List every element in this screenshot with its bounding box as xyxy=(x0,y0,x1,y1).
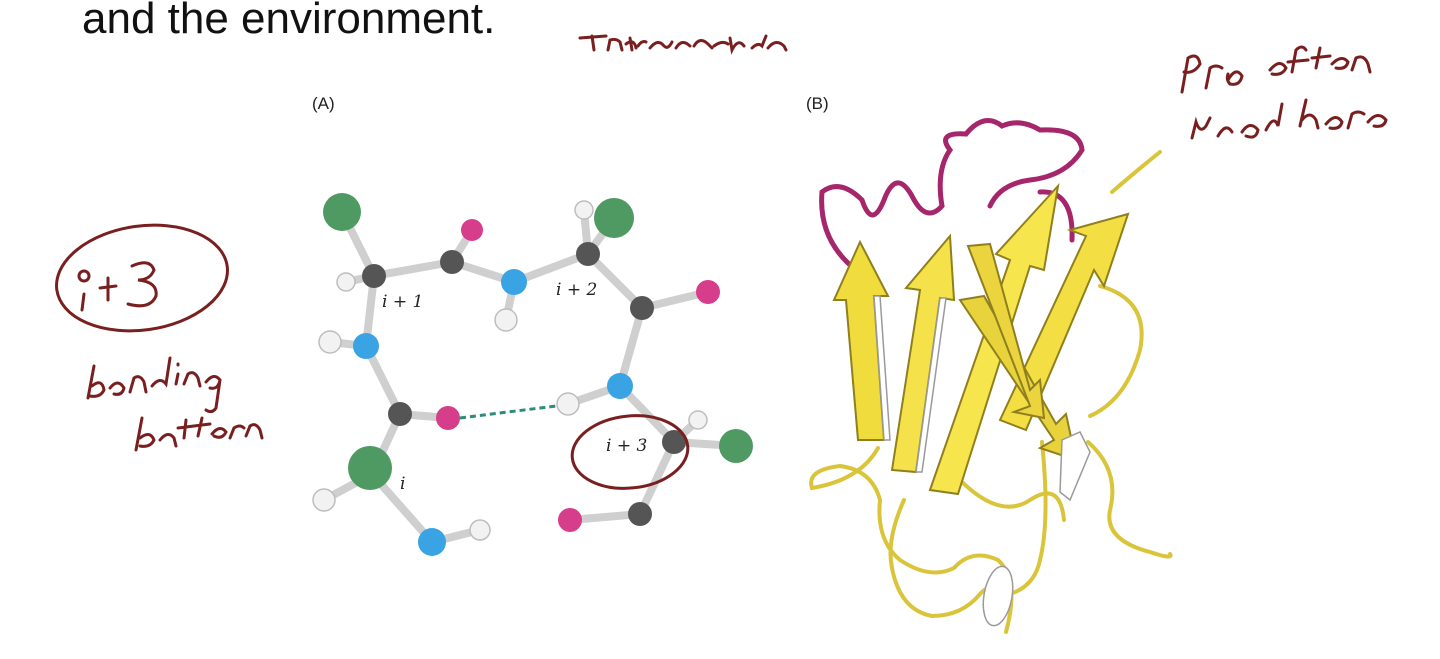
side-chain-atom xyxy=(348,446,392,490)
side-chain-atom xyxy=(594,198,634,238)
hydrogen-atom xyxy=(336,272,356,292)
carbon-atom xyxy=(628,502,652,526)
pro-note-handwriting xyxy=(1180,45,1388,140)
beta-strands xyxy=(832,182,1130,496)
atoms xyxy=(312,193,753,556)
panel-a-label: (A) xyxy=(312,94,335,113)
carbon-atom xyxy=(440,250,464,274)
carbon-atom xyxy=(630,296,654,320)
hydrogen-atom xyxy=(312,488,336,512)
nitrogen-atom xyxy=(501,269,527,295)
oxygen-atom xyxy=(696,280,720,304)
beta-strand-arrow xyxy=(966,242,1046,420)
hydrogen-atom xyxy=(556,392,580,416)
i-plus-3-handwriting xyxy=(55,223,229,333)
oxygen-atom xyxy=(558,508,582,532)
side-chain-atom xyxy=(719,429,753,463)
strand-edge-highlights xyxy=(873,295,1091,627)
slide-heading: and the environment. xyxy=(82,0,496,43)
carbon-atom xyxy=(388,402,412,426)
i-plus-3-circle-annotation xyxy=(570,414,690,490)
hydrogen-atom xyxy=(688,410,708,430)
hydrogen-atom xyxy=(318,330,342,354)
residue-label-i-plus-1: i + 1 xyxy=(382,292,424,312)
hydrogen-atom xyxy=(494,308,518,332)
oxygen-atom xyxy=(461,219,483,241)
panel-b-label: (B) xyxy=(806,94,829,113)
residue-label-i-plus-2: i + 2 xyxy=(556,280,598,300)
carbon-atom xyxy=(662,430,686,454)
carbon-atom xyxy=(362,264,386,288)
nitrogen-atom xyxy=(353,333,379,359)
residue-label-i-plus-3: i + 3 xyxy=(606,436,648,456)
bonding-pattern-handwriting xyxy=(86,356,264,452)
residue-label-i: i xyxy=(400,474,406,494)
oxygen-atom xyxy=(436,406,460,430)
carbon-atom xyxy=(576,242,600,266)
hydrogen-atom xyxy=(469,519,491,541)
nitrogen-atom xyxy=(418,528,446,556)
side-chain-atom xyxy=(323,193,361,231)
intrachain-handwriting xyxy=(578,34,788,55)
hydrogen-atom xyxy=(574,200,594,220)
hydrogen-bond-dashed-line xyxy=(459,404,557,420)
nitrogen-atom xyxy=(607,373,633,399)
